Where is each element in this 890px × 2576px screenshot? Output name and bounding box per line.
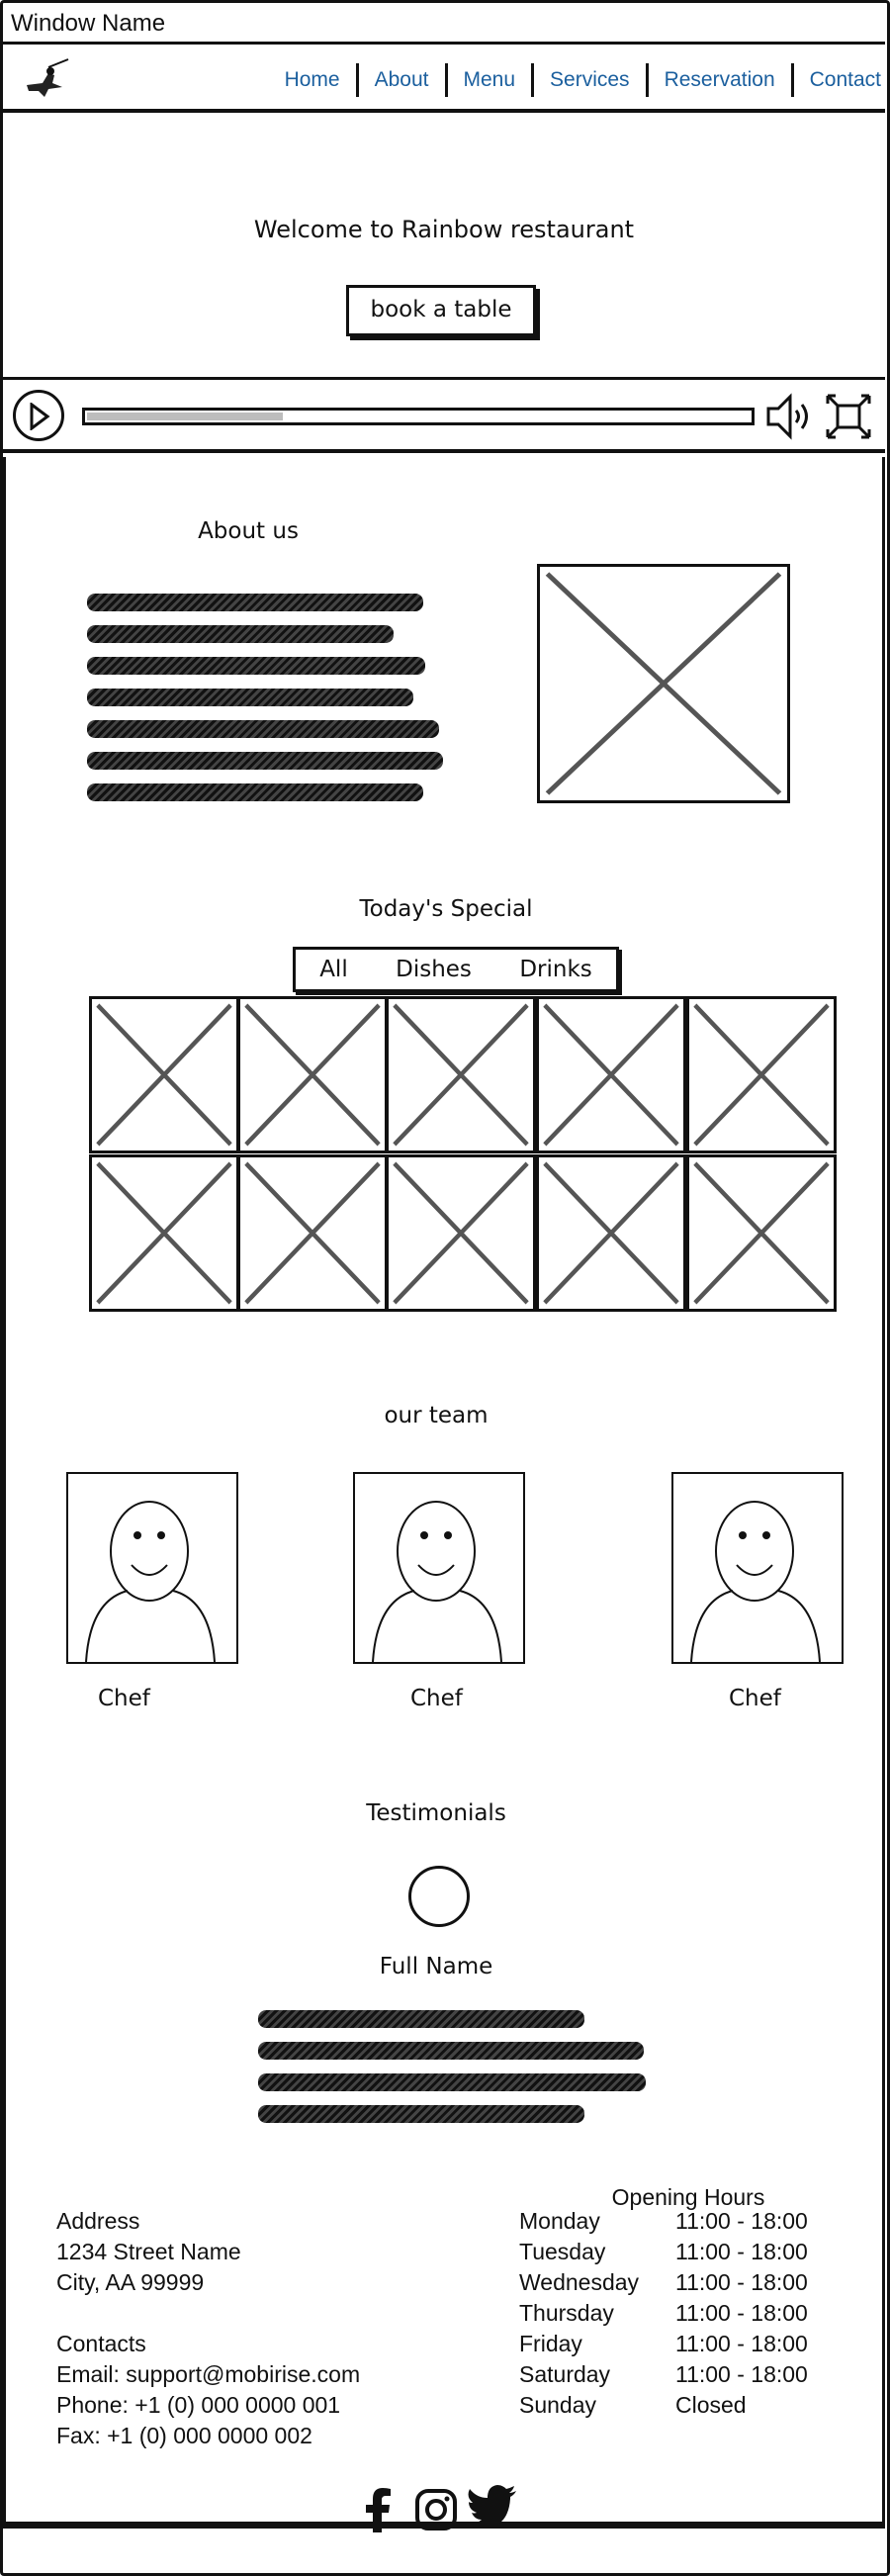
hours-day: Saturday: [519, 2361, 611, 2387]
testimonial-avatar: [408, 1866, 470, 1927]
special-item-image[interactable]: [89, 1154, 239, 1312]
person-icon: [690, 1501, 821, 1663]
hours-day: Thursday: [519, 2300, 614, 2326]
hours-row: Saturday 11:00 - 18:00: [519, 2359, 808, 2390]
team-title: our team: [384, 1403, 489, 1428]
hours-day: Wednesday: [519, 2269, 640, 2295]
special-item-image[interactable]: [536, 1154, 686, 1312]
address-line: City, AA 99999: [56, 2269, 205, 2295]
special-item-image[interactable]: [237, 1154, 388, 1312]
hours-row: Wednesday 11:00 - 18:00: [519, 2267, 808, 2298]
testimonial-text: [258, 2010, 654, 2123]
nav-contact[interactable]: Contact: [809, 68, 881, 91]
hours-time: 11:00 - 18:00: [675, 2239, 808, 2264]
hours-time: 11:00 - 18:00: [675, 2269, 808, 2295]
special-grid: [89, 996, 837, 1312]
hours-row: Tuesday 11:00 - 18:00: [519, 2237, 808, 2267]
footer-contacts: Contacts Email: support@mobirise.com Pho…: [56, 2329, 360, 2451]
team-member-photo: [66, 1472, 238, 1664]
book-table-button[interactable]: book a table: [346, 285, 536, 336]
fullscreen-icon[interactable]: [826, 394, 871, 439]
nav-services[interactable]: Services: [550, 68, 630, 91]
progress-fill: [87, 413, 284, 420]
contact-email[interactable]: Email: support@mobirise.com: [56, 2361, 361, 2387]
address-line: 1234 Street Name: [56, 2239, 241, 2264]
contact-fax: Fax: +1 (0) 000 0000 002: [56, 2423, 312, 2448]
testimonials-title: Testimonials: [366, 1800, 506, 1826]
nav-reservation[interactable]: Reservation: [664, 68, 775, 91]
hours-time: 11:00 - 18:00: [675, 2361, 808, 2387]
about-title: About us: [198, 518, 299, 544]
about-text: [87, 594, 445, 801]
special-item-image[interactable]: [686, 1154, 837, 1312]
filter-dishes[interactable]: Dishes: [396, 957, 472, 982]
hours-row: Sunday Closed: [519, 2390, 808, 2421]
play-button[interactable]: [13, 390, 64, 441]
nav-separator: [645, 63, 649, 97]
opening-hours-title: Opening Hours: [611, 2184, 765, 2210]
team-member-role: Chef: [98, 1686, 150, 1711]
nav-separator: [790, 63, 794, 97]
contacts-title: Contacts: [56, 2331, 146, 2356]
hours-day: Sunday: [519, 2392, 597, 2418]
navbar: Home About Menu Services Reservation Con…: [3, 47, 885, 113]
nav-menu-link[interactable]: Menu: [463, 68, 516, 91]
team-member-photo: [671, 1472, 844, 1664]
twitter-icon[interactable]: [467, 2485, 518, 2529]
special-item-image[interactable]: [89, 996, 239, 1153]
nav-menu: Home About Menu Services Reservation Con…: [269, 62, 885, 98]
footer-address: Address 1234 Street Name City, AA 99999: [56, 2206, 241, 2298]
hero-title: Welcome to Rainbow restaurant: [253, 216, 635, 243]
facebook-icon[interactable]: [362, 2487, 394, 2532]
team-member-role: Chef: [410, 1686, 463, 1711]
window-title: Window Name: [3, 3, 885, 45]
special-item-image[interactable]: [386, 996, 536, 1153]
about-image: [537, 564, 790, 803]
video-player-controls: [3, 382, 885, 453]
contact-phone: Phone: +1 (0) 000 0000 001: [56, 2392, 341, 2418]
hours-time: 11:00 - 18:00: [675, 2208, 808, 2234]
page-content: About us Today's Special All Dishes Drin…: [3, 457, 885, 2525]
volume-icon[interactable]: [764, 392, 818, 441]
instagram-icon[interactable]: [415, 2489, 457, 2530]
hours-time: 11:00 - 18:00: [675, 2300, 808, 2326]
opening-hours-table: Monday 11:00 - 18:00 Tuesday 11:00 - 18:00…: [519, 2206, 808, 2421]
special-item-image[interactable]: [386, 1154, 536, 1312]
team-member-role: Chef: [729, 1686, 781, 1711]
hours-day: Friday: [519, 2331, 582, 2356]
hours-day: Monday: [519, 2208, 600, 2234]
hours-row: Thursday 11:00 - 18:00: [519, 2298, 808, 2329]
hours-time: 11:00 - 18:00: [675, 2331, 808, 2356]
hero-section: Welcome to Rainbow restaurant book a tab…: [3, 117, 885, 380]
address-title: Address: [56, 2208, 140, 2234]
hours-row: Friday 11:00 - 18:00: [519, 2329, 808, 2359]
special-item-image[interactable]: [536, 996, 686, 1153]
person-icon: [85, 1501, 216, 1663]
nav-separator: [444, 63, 448, 97]
hours-day: Tuesday: [519, 2239, 606, 2264]
play-icon: [30, 403, 50, 430]
hours-time: Closed: [675, 2392, 747, 2418]
special-title: Today's Special: [359, 896, 533, 922]
footer-bar: [3, 2525, 885, 2529]
filter-drinks[interactable]: Drinks: [519, 957, 592, 982]
person-icon: [372, 1501, 502, 1663]
hours-row: Monday 11:00 - 18:00: [519, 2206, 808, 2237]
special-item-image[interactable]: [686, 996, 837, 1153]
logo-icon: [27, 58, 69, 97]
filter-all[interactable]: All: [319, 957, 348, 982]
special-filter-tabs: All Dishes Drinks: [293, 947, 619, 992]
team-member-photo: [353, 1472, 525, 1664]
nav-about[interactable]: About: [374, 68, 429, 91]
nav-separator: [355, 63, 359, 97]
special-item-image[interactable]: [237, 996, 388, 1153]
nav-separator: [531, 63, 535, 97]
nav-home[interactable]: Home: [284, 68, 340, 91]
testimonial-name: Full Name: [379, 1954, 493, 1979]
progress-bar[interactable]: [82, 408, 755, 425]
